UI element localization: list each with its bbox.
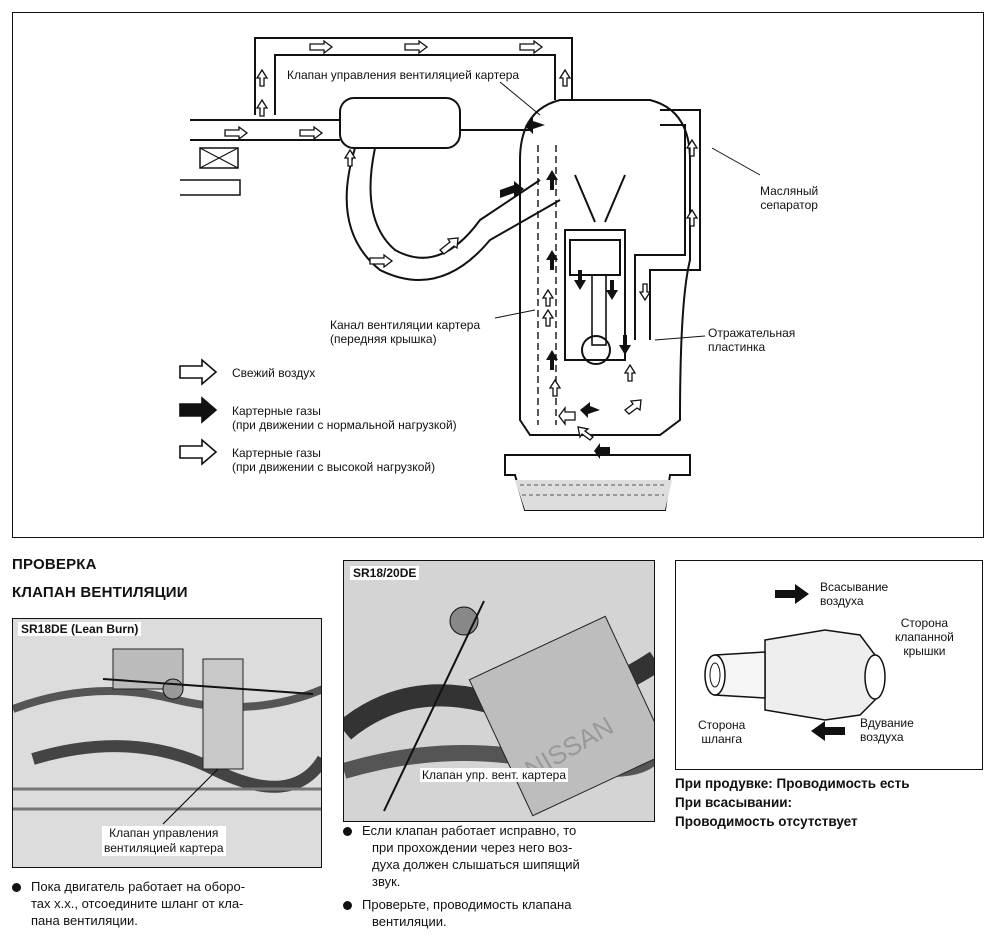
blow-arrow: [811, 721, 845, 741]
engine-photo-2: NISSAN: [344, 561, 654, 821]
result-line-2: При всасывании:: [675, 795, 793, 810]
suction-arrow: [775, 584, 809, 604]
pcv-valve-figure: [704, 584, 886, 741]
section-subtitle: КЛАПАН ВЕНТИЛЯЦИИ: [12, 584, 188, 601]
bullet-mid-1: Если клапан работает исправно, то при пр…: [343, 822, 663, 890]
bullet-left-l1: Пока двигатель работает на оборо-: [31, 879, 246, 894]
legend-high-load-l1: Картерные газы: [232, 446, 321, 460]
cylinder: [564, 229, 626, 361]
label-cover-l2: клапанной: [895, 630, 954, 644]
label-blow: Вдувание воздуха: [860, 716, 914, 744]
photo2-tag: SR18/20DE: [350, 566, 420, 580]
bullet-mid1-l4: звук.: [372, 874, 401, 889]
air-cleaner: [199, 147, 239, 169]
bullet-left-l2: тах х.х., отсоедините шланг от кла-: [31, 896, 244, 911]
legend-normal-load-l2: (при движении с нормальной нагрузкой): [232, 418, 457, 432]
photo1-tag: SR18DE (Lean Burn): [18, 622, 142, 636]
oil-separator-pipe: [634, 109, 701, 340]
label-suction-l2: воздуха: [820, 594, 864, 608]
label-channel-l1: Канал вентиляции картера: [330, 318, 481, 332]
bullet-dot: [12, 883, 21, 893]
legend-normal-load-l1: Картерные газы: [232, 404, 321, 418]
label-hose-l1: Сторона: [698, 718, 746, 732]
intake-manifold: [345, 147, 561, 281]
bullet-left-l3: пана вентиляции.: [31, 913, 138, 928]
label-baffle-l1: Отражательная: [708, 326, 796, 340]
photo2-caption: Клапан упр. вент. картера: [420, 768, 568, 782]
label-suction: Всасывание воздуха: [820, 580, 888, 608]
valve-body: [764, 629, 876, 721]
bullet-dot: [343, 901, 352, 911]
crankshaft: [581, 335, 611, 365]
label-pcv-valve: Клапан управления вентиляцией картера: [287, 68, 520, 82]
label-cover-l1: Сторона: [900, 616, 949, 630]
engine-block: [519, 99, 691, 436]
piston: [569, 239, 621, 276]
label-baffle-l2: пластинка: [708, 340, 766, 354]
label-oil-separator-l1: Масляный: [760, 184, 819, 198]
label-channel: Канал вентиляции картера (передняя крышк…: [330, 318, 480, 346]
legend-high-load-l2: (при движении с высокой нагрузкой): [232, 460, 436, 474]
result-line-1: При продувке: Проводимость есть: [675, 776, 910, 791]
engine-ventilation-diagram: [179, 37, 761, 511]
bullet-dot: [343, 827, 352, 837]
bullet-mid1-l3: духа должен слышаться шипящий: [372, 857, 580, 872]
photo1-caption-l1: Клапан управления: [109, 826, 219, 840]
bullet-mid1-l2: при прохождении через него воз-: [372, 840, 573, 855]
label-baffle: Отражательная пластинка: [708, 326, 795, 354]
legend-arrow-normal: [179, 396, 218, 424]
label-hose-l2: шланга: [701, 732, 743, 746]
label-hose-side: Сторона шланга: [698, 718, 745, 746]
diagram-frame: [12, 12, 984, 538]
label-cover-l3: крышки: [903, 644, 946, 658]
legend-arrow-high: [179, 438, 218, 466]
air-intake: [190, 119, 340, 141]
legend-arrow-fresh: [179, 358, 218, 386]
legend-fresh-air: Свежий воздух: [232, 366, 316, 380]
label-oil-separator-l2: сепаратор: [760, 198, 818, 212]
label-blow-l2: воздуха: [860, 730, 904, 744]
photo1-caption: Клапан управления вентиляцией картера: [102, 826, 226, 856]
label-suction-l1: Всасывание: [820, 580, 889, 594]
bullet-left: Пока двигатель работает на оборо- тах х.…: [12, 878, 332, 929]
label-blow-l1: Вдувание: [860, 716, 914, 730]
section-title: ПРОВЕРКА: [12, 556, 97, 573]
bullet-mid2-l1: Проверьте, проводимость клапана: [362, 897, 572, 912]
photo1-caption-l2: вентиляцией картера: [104, 841, 224, 855]
valve-figure-frame: [675, 560, 983, 770]
label-oil-separator: Масляный сепаратор: [760, 184, 818, 212]
photo-sr18-20de: NISSAN: [343, 560, 655, 822]
label-cover-side: Сторона клапанной крышки: [895, 616, 954, 658]
label-channel-l2: (передняя крышка): [330, 332, 437, 346]
legend-normal-load: Картерные газы (при движении с нормально…: [232, 404, 457, 432]
engine-photo-1: [13, 619, 321, 867]
result-line-3: Проводимость отсутствует: [675, 814, 858, 829]
bullet-mid-2: Проверьте, проводимость клапана вентиляц…: [343, 896, 663, 930]
collector: [339, 97, 461, 149]
breather-pipe: [254, 37, 573, 115]
bullet-mid2-l2: вентиляции.: [372, 914, 447, 929]
legend-high-load: Картерные газы (при движении с высокой н…: [232, 446, 435, 474]
bullet-mid1-l1: Если клапан работает исправно, то: [362, 823, 577, 838]
